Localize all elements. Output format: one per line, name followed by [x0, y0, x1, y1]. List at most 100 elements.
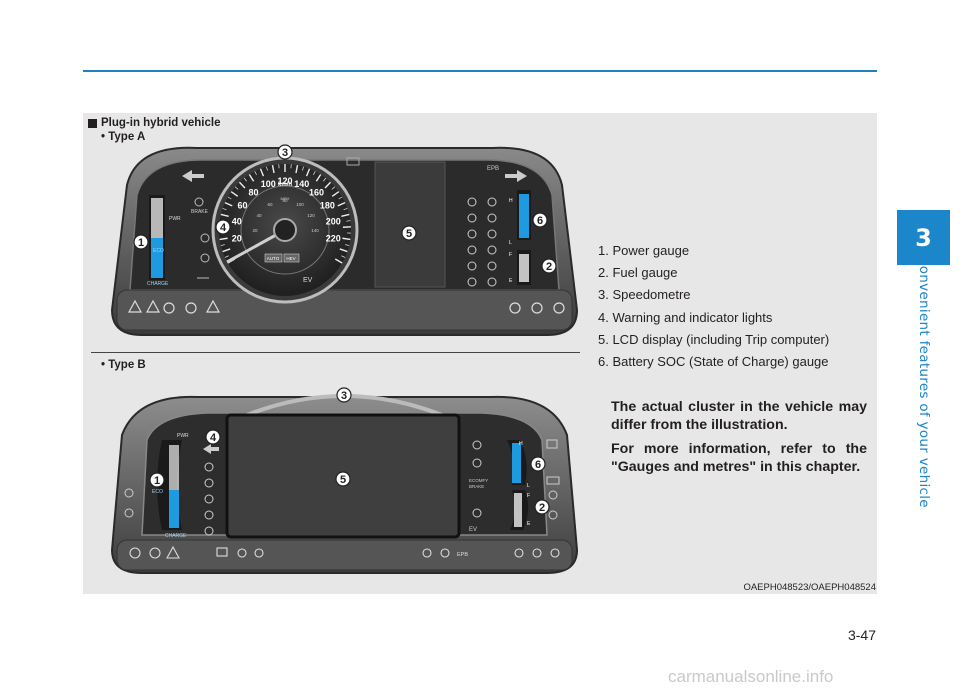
power-gauge-a: PWR ECO CHARGE	[147, 195, 181, 287]
svg-text:4: 4	[220, 222, 227, 234]
speed-tick-label: 200	[326, 216, 341, 226]
callout-4-a: 4	[215, 219, 231, 235]
type-a-label: • Type A	[101, 131, 146, 143]
battery-icon	[346, 157, 360, 166]
chapter-title-side: Convenient features of your vehicle	[912, 256, 936, 508]
svg-text:6: 6	[535, 459, 541, 471]
speed-tick	[343, 208, 348, 211]
speed-tick	[224, 201, 233, 207]
speed-tick	[224, 255, 229, 258]
legend-item: 4. Warning and indicator lights	[598, 309, 773, 325]
figure-heading: Plug-in hybrid vehicle	[88, 117, 221, 129]
speed-inner-label: 100	[296, 202, 304, 207]
brake-label-b: BRAKE	[469, 484, 484, 489]
type-b-label: • Type B	[101, 359, 146, 371]
speed-inner-label: 140	[311, 228, 319, 233]
far-right-icons-b	[546, 439, 560, 520]
speed-tick	[334, 258, 343, 264]
speed-tick	[248, 174, 255, 182]
note-illustration: The actual cluster in the vehicle may di…	[611, 399, 867, 433]
speed-tick-label: 160	[309, 187, 324, 197]
svg-text:1: 1	[154, 475, 160, 487]
ev-label-a: EV	[303, 277, 313, 284]
epb-label-a: EPB	[487, 166, 499, 172]
speed-tick	[295, 165, 299, 174]
svg-text:CHARGE: CHARGE	[165, 533, 187, 539]
callout-3-a: 3	[277, 144, 293, 160]
epb-label-b: EPB	[457, 552, 468, 558]
speed-tick	[259, 168, 265, 177]
speed-tick	[222, 208, 227, 211]
speed-tick-label: 40	[232, 216, 242, 226]
speed-tick	[222, 248, 231, 253]
chapter-title: Convenient features of your vehicle	[916, 256, 932, 508]
power-gauge-b: PWR ECO CHARGE	[152, 433, 189, 539]
soc-fuel-gauge-a: H L F E	[509, 190, 531, 285]
callout-5-b: 5	[335, 471, 351, 487]
speed-tick	[230, 191, 239, 197]
callout-5-a: 5	[401, 225, 417, 241]
speed-tick	[338, 196, 343, 200]
left-indicator-icons	[194, 197, 210, 279]
speed-tick	[234, 186, 239, 190]
speed-tick	[345, 244, 350, 246]
speed-tick	[341, 255, 346, 258]
speed-inner-label: 20	[252, 228, 258, 233]
svg-text:1: 1	[138, 237, 144, 249]
svg-text:6: 6	[537, 215, 543, 227]
callout-4-b: 4	[205, 429, 221, 445]
speed-tick-label: 140	[294, 179, 309, 189]
svg-text:PWR: PWR	[169, 216, 181, 222]
speed-tick-label: 180	[320, 201, 335, 211]
bottom-warning-icons	[127, 299, 565, 314]
speed-tick	[219, 237, 228, 241]
legend-item: 3. Speedometre	[598, 287, 691, 303]
speed-tick	[323, 177, 327, 182]
svg-text:5: 5	[406, 228, 412, 240]
right-indicator-icons-b	[472, 440, 482, 518]
speed-tick-label: 220	[326, 234, 341, 244]
note-block: The actual cluster in the vehicle may di…	[611, 398, 867, 482]
svg-text:H: H	[519, 441, 523, 447]
svg-text:H: H	[509, 198, 513, 204]
svg-text:3: 3	[341, 390, 347, 402]
brake-label-a: BRAKE	[191, 209, 209, 215]
speed-tick	[315, 174, 322, 182]
svg-text:2: 2	[546, 261, 552, 273]
soc-fuel-gauge-b: H L F E	[507, 440, 531, 530]
callout-3-b: 3	[336, 387, 352, 403]
speed-tick	[313, 171, 316, 176]
mode-auto-badge	[264, 253, 283, 263]
bullet-square-icon	[88, 118, 97, 128]
speed-inner-label: 60	[267, 202, 273, 207]
chapter-number: 3	[915, 223, 932, 252]
svg-text:F: F	[509, 252, 512, 258]
speed-tick	[324, 181, 332, 189]
bottom-warning-icons-b	[129, 545, 560, 559]
speed-tick-label: 60	[238, 201, 248, 211]
note-reference: For more information, refer to the "Gaug…	[611, 441, 867, 475]
speed-tick	[341, 213, 350, 218]
figure-heading-text: Plug-in hybrid vehicle	[101, 117, 221, 129]
legend-item: 5. LCD display (including Trip computer)	[598, 331, 830, 347]
chapter-number-tab[interactable]: 3	[897, 210, 950, 265]
svg-text:ECO: ECO	[153, 248, 164, 254]
speed-tick	[305, 168, 311, 177]
speed-tick	[339, 248, 348, 253]
callout-2-a: 2	[541, 258, 557, 274]
speed-tick	[346, 220, 351, 222]
left-turn-arrow-icon-b	[203, 444, 219, 454]
speed-inner-label: 80	[282, 198, 288, 203]
speed-tick	[220, 213, 229, 218]
svg-text:F: F	[527, 493, 530, 499]
ecomfy-label: ECOMFY	[469, 478, 488, 483]
legend-item: 1. Power gauge	[598, 243, 690, 258]
right-indicator-icons	[467, 197, 497, 287]
svg-text:ECO: ECO	[152, 489, 163, 495]
speed-tick-label: 100	[261, 179, 276, 189]
legend-item: 6. Battery SOC (State of Charge) gauge	[598, 354, 829, 370]
svg-text:PWR: PWR	[177, 433, 189, 439]
callout-6-b: 6	[530, 456, 546, 472]
